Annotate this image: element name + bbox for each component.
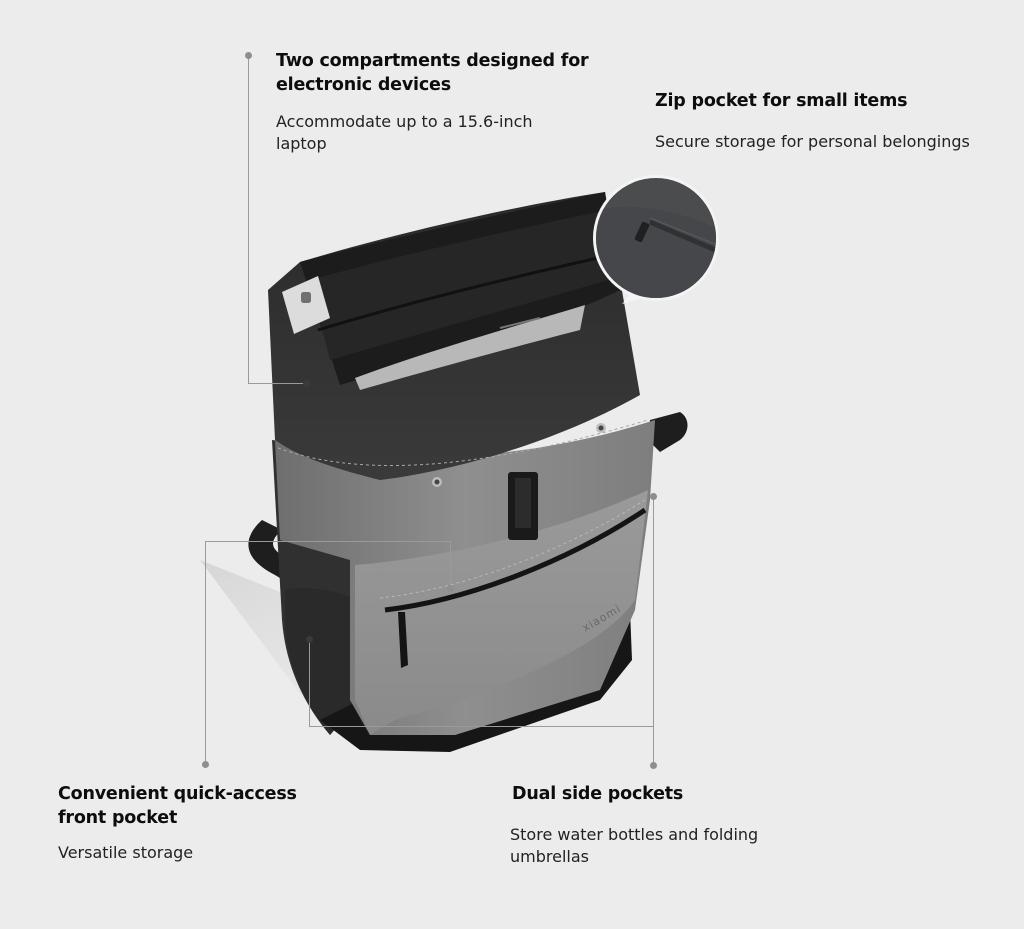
connector-dot-compartments-anchor bbox=[303, 380, 310, 387]
title-line-2: front pocket bbox=[58, 808, 178, 828]
title-line-2: electronic devices bbox=[276, 75, 451, 95]
callout-compartments-title: Two compartments designed for electronic… bbox=[276, 49, 616, 97]
desc-line-1: Accommodate up to a 15.6-inch bbox=[276, 112, 533, 131]
connector-compartments-horizontal bbox=[248, 383, 306, 384]
connector-compartments-vertical bbox=[248, 56, 249, 384]
desc-line-1: Store water bottles and folding bbox=[510, 825, 759, 844]
callout-zip-pocket: Zip pocket for small items Secure storag… bbox=[655, 89, 1015, 153]
connector-side-horizontal bbox=[309, 726, 654, 727]
callout-side-pockets: Dual side pockets Store water bottles an… bbox=[510, 782, 832, 868]
connector-front-horizontal bbox=[205, 541, 451, 542]
connector-dot-front bbox=[202, 761, 209, 768]
connector-front-vertical bbox=[205, 541, 206, 765]
connector-front-drop bbox=[450, 541, 451, 589]
connector-dot-side bbox=[650, 762, 657, 769]
desc-line-2: laptop bbox=[276, 134, 327, 153]
callout-zip-pocket-title: Zip pocket for small items bbox=[655, 91, 908, 111]
callout-front-pocket-desc: Versatile storage bbox=[58, 843, 194, 862]
callout-side-pockets-title: Dual side pockets bbox=[512, 784, 684, 804]
callout-compartments-desc: Accommodate up to a 15.6-inch laptop bbox=[276, 111, 616, 155]
callout-front-pocket: Convenient quick-access front pocket Ver… bbox=[58, 782, 358, 864]
connector-side-vertical bbox=[653, 497, 654, 766]
connector-side-left-drop bbox=[309, 640, 310, 726]
connector-dot-side-anchor-left bbox=[306, 636, 313, 643]
callout-compartments: Two compartments designed for electronic… bbox=[276, 49, 616, 155]
callout-zip-pocket-desc: Secure storage for personal belongings bbox=[655, 132, 970, 151]
callout-side-pockets-desc: Store water bottles and folding umbrella… bbox=[510, 824, 832, 868]
connector-dot-front-anchor bbox=[447, 585, 454, 592]
title-line-1: Convenient quick-access bbox=[58, 784, 297, 804]
connector-dot-compartments bbox=[245, 52, 252, 59]
callout-front-pocket-title: Convenient quick-access front pocket bbox=[58, 782, 358, 830]
connector-dot-side-anchor-right bbox=[650, 493, 657, 500]
desc-line-2: umbrellas bbox=[510, 847, 589, 866]
title-line-1: Two compartments designed for bbox=[276, 51, 589, 71]
